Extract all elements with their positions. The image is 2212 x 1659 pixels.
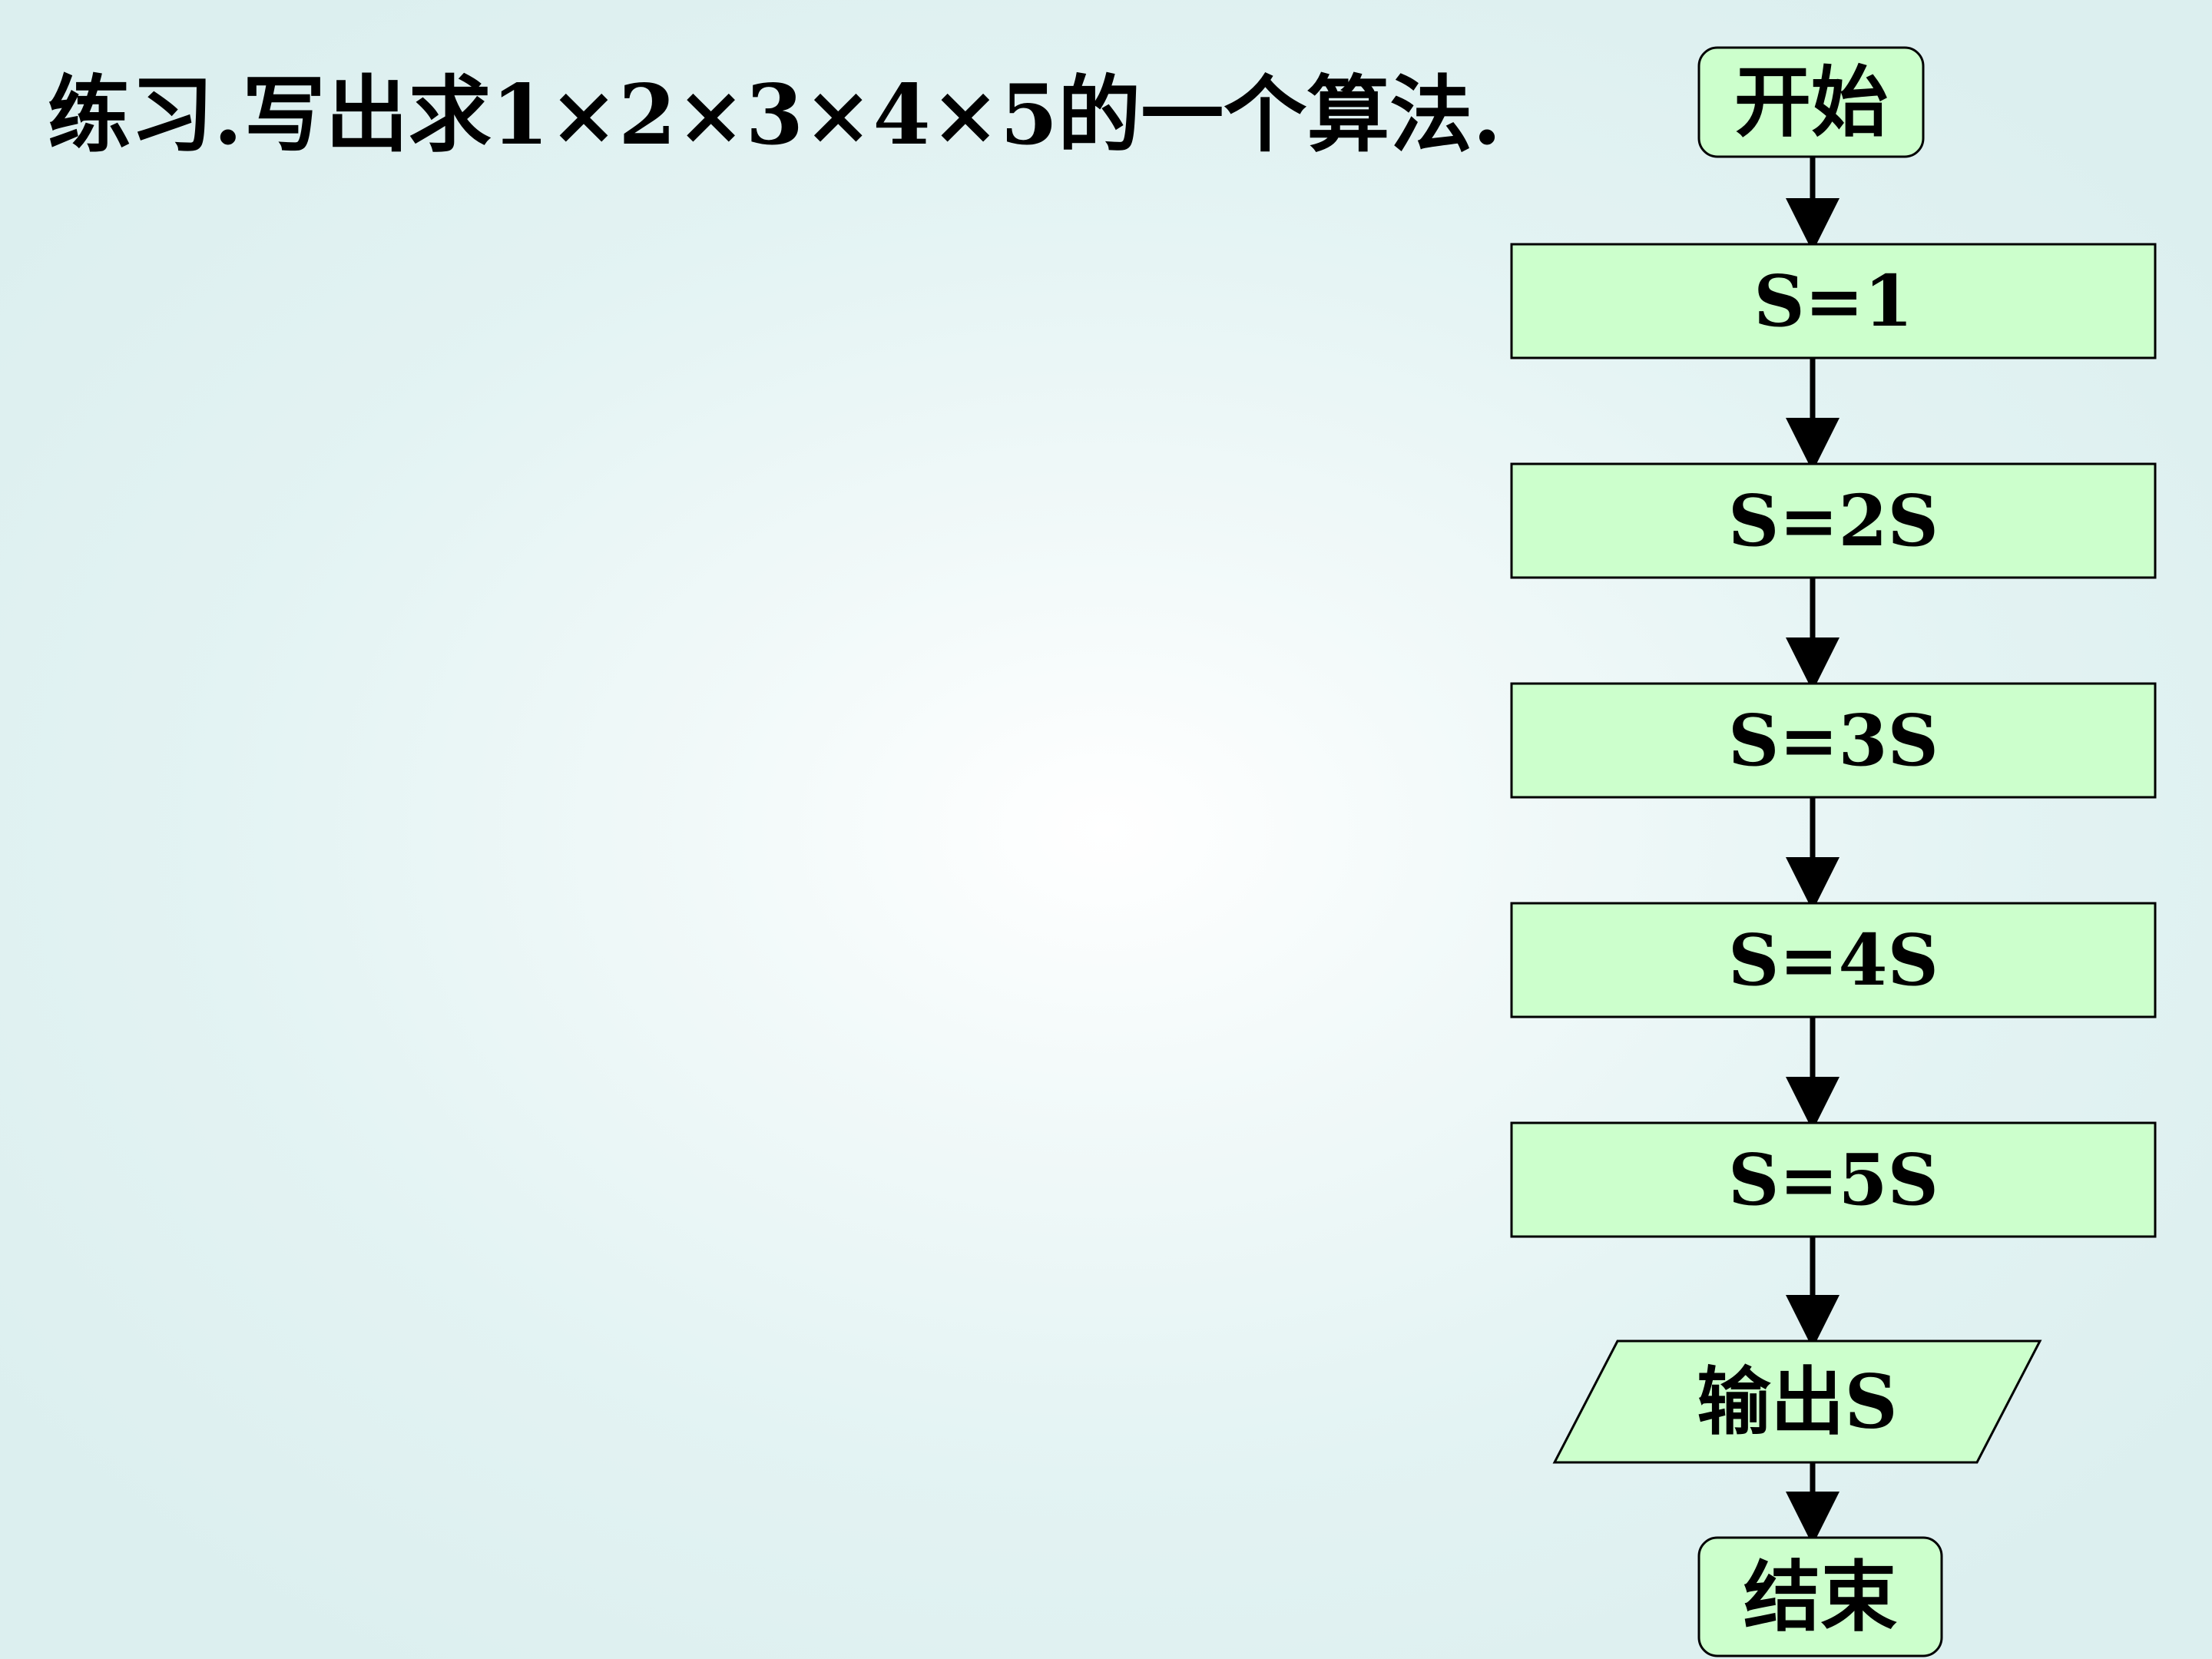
exercise-title: 练习.写出求1×2×3×4×5的一个算法. <box>48 67 1502 164</box>
flow-node-shape <box>1697 46 1925 158</box>
flow-node-s5: S=5S <box>1510 1121 2157 1238</box>
flow-node-label: S=2S <box>1728 479 1939 562</box>
flow-node-output: 输出S <box>1552 1339 2042 1464</box>
flow-node-s1: S=1 <box>1510 243 2157 359</box>
flow-node-label: S=1 <box>1753 260 1913 343</box>
flow-node-label: S=4S <box>1728 919 1939 1002</box>
flow-node-shape <box>1510 902 2157 1018</box>
flow-node-shape <box>1510 1121 2157 1238</box>
flow-node-label: 结束 <box>1743 1551 1897 1642</box>
flow-node-label: S=3S <box>1728 699 1939 782</box>
flow-node-s3: S=3S <box>1510 682 2157 799</box>
flow-node-label: 输出S <box>1697 1359 1897 1445</box>
flow-node-s2: S=2S <box>1510 462 2157 579</box>
flow-node-shape <box>1552 1339 2042 1464</box>
flow-node-shape <box>1510 462 2157 579</box>
flow-node-s4: S=4S <box>1510 902 2157 1018</box>
flow-node-end: 结束 <box>1697 1536 1943 1657</box>
flow-node-label: 开始 <box>1734 57 1888 147</box>
flow-node-shape <box>1510 682 2157 799</box>
flow-node-start: 开始 <box>1697 46 1925 158</box>
flow-node-shape <box>1697 1536 1943 1657</box>
flow-node-label: S=5S <box>1728 1138 1939 1221</box>
flow-node-shape <box>1510 243 2157 359</box>
